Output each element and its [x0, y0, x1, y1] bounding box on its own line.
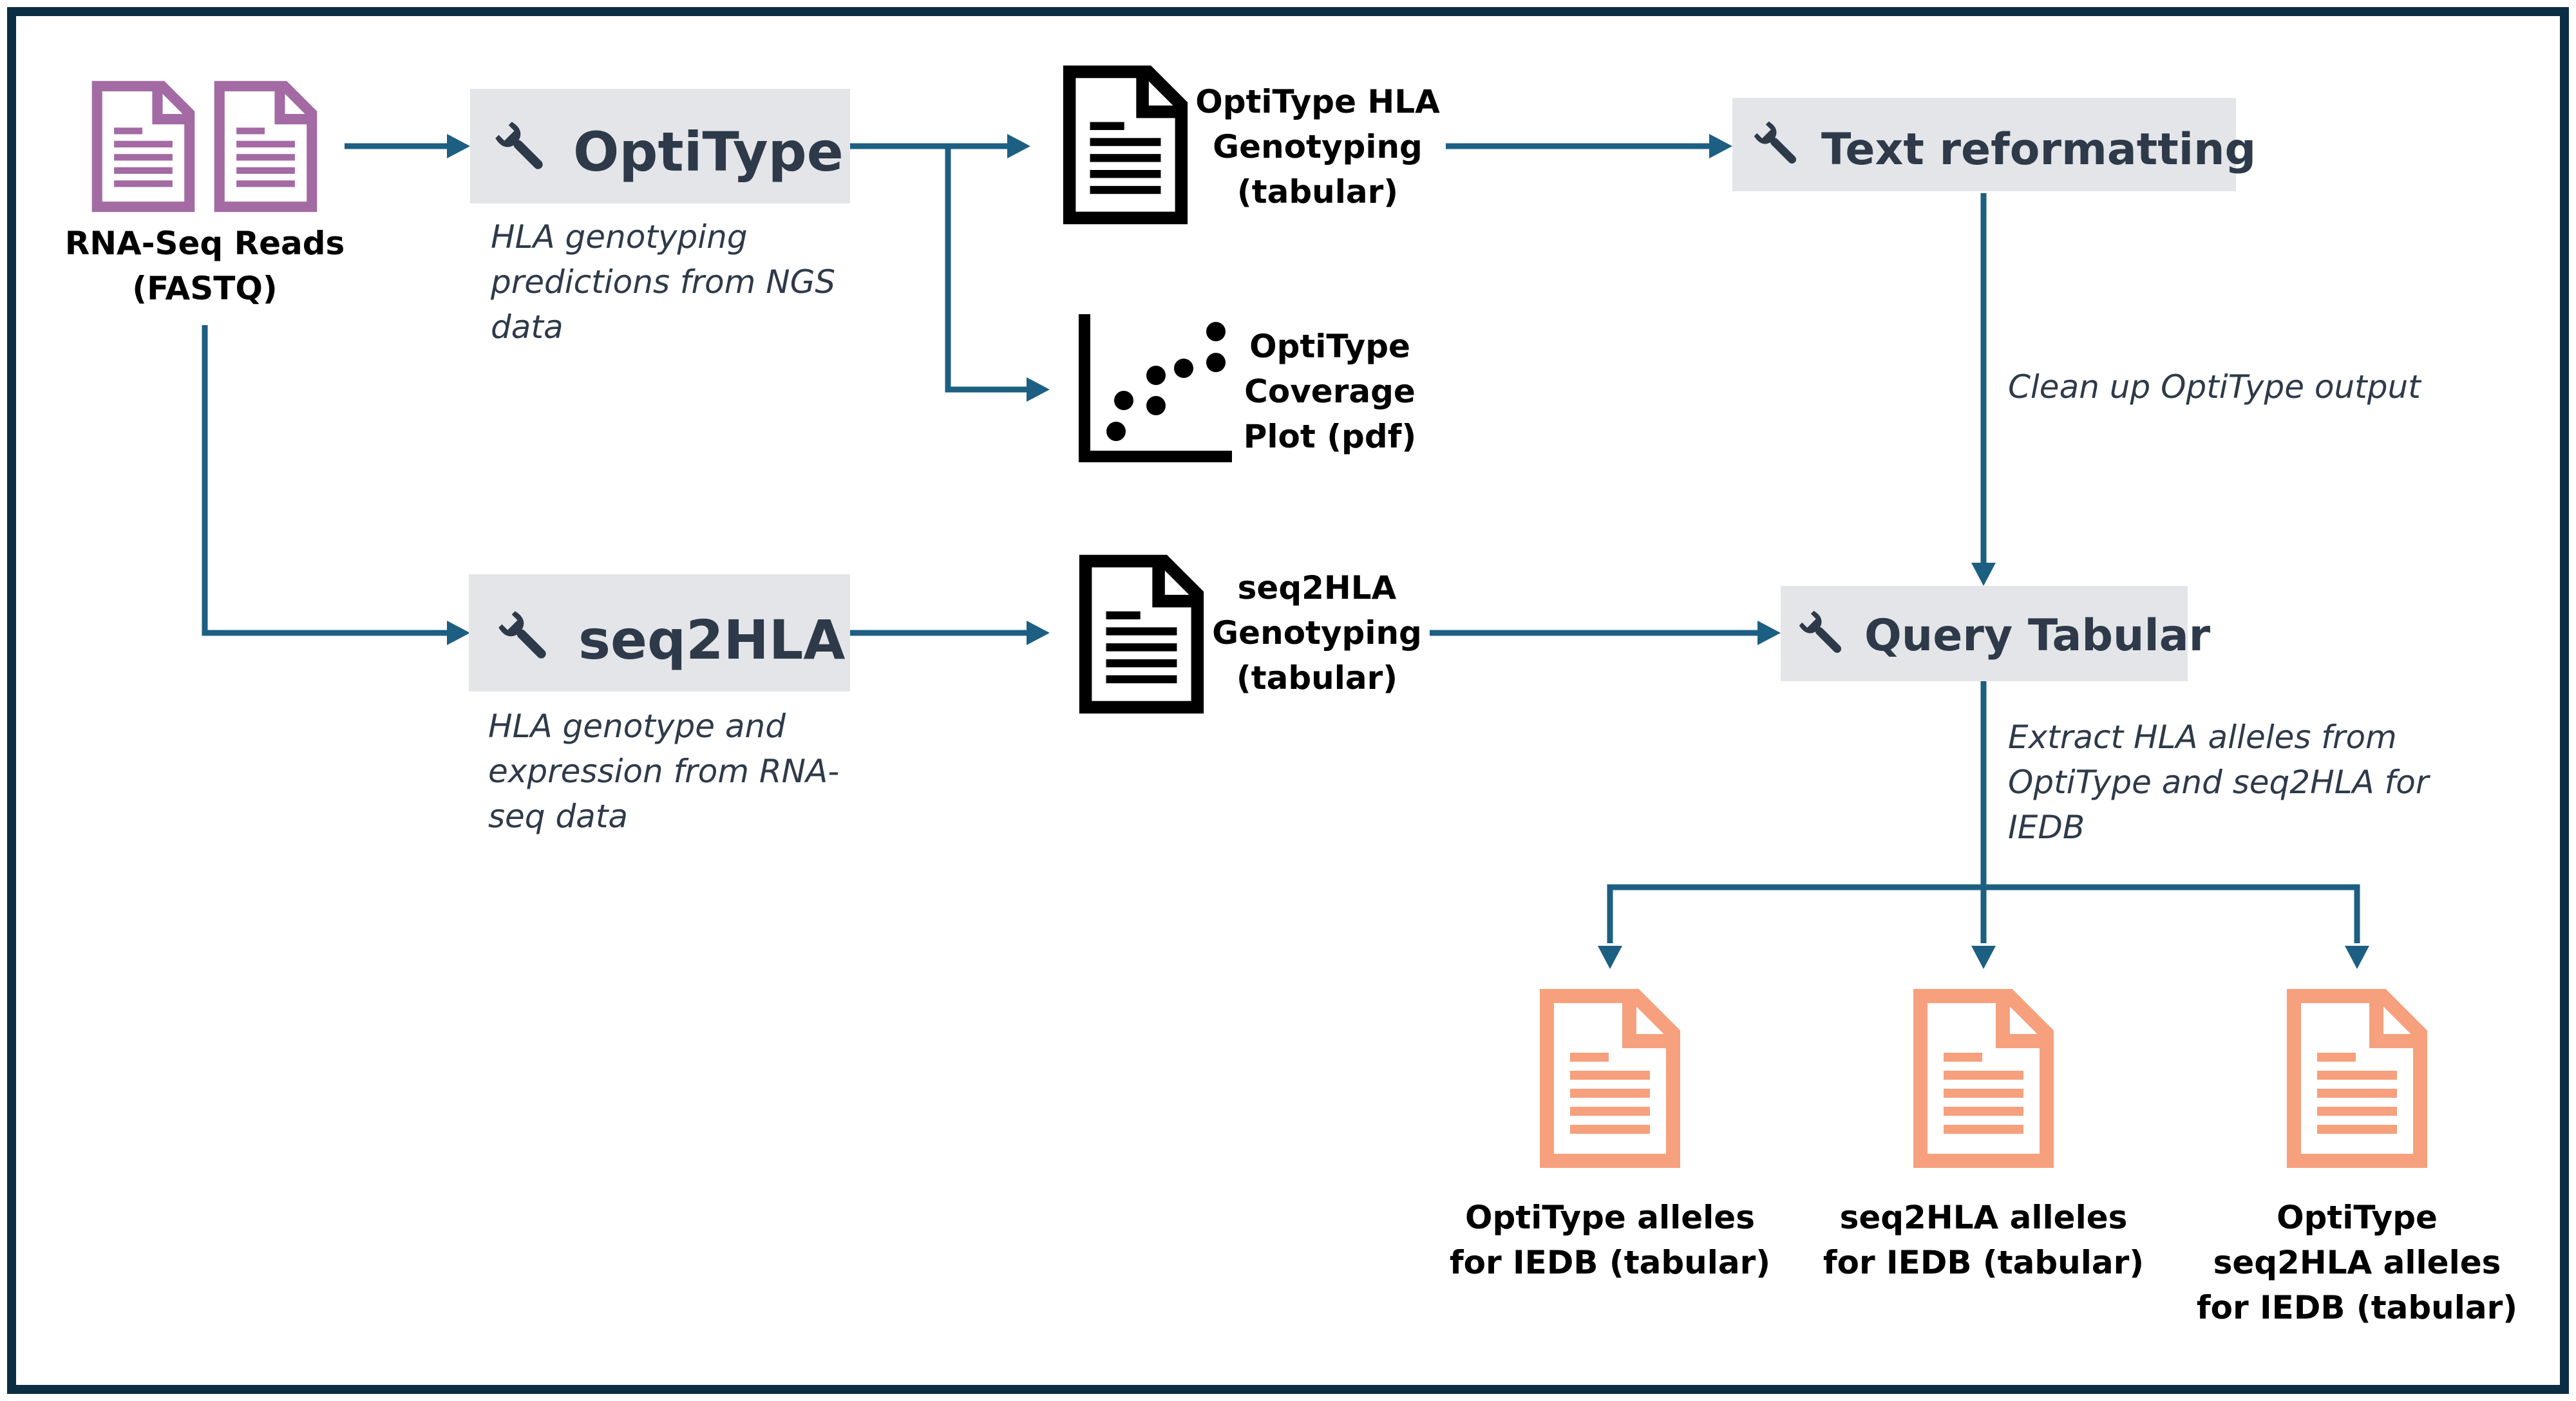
arrowhead	[1007, 134, 1030, 158]
arrowhead	[1027, 621, 1050, 645]
document-icon	[1086, 561, 1198, 708]
document-icon	[220, 86, 312, 207]
tool-query-tabular: Query Tabular Extract HLA alleles from O…	[1781, 586, 2431, 846]
tool-description-line1: HLA genotype and	[488, 708, 786, 745]
tool-text-reformatting: Text reformatting Clean up OptiType outp…	[1732, 98, 2422, 406]
tool-name: Text reformatting	[1821, 124, 2256, 175]
final-output-seq2hla: seq2HLA alleles for IEDB (tabular)	[1823, 996, 2144, 1281]
arrowhead	[1757, 621, 1781, 645]
plot-y-axis	[1079, 314, 1090, 462]
tool-description-line2: predictions from NGS	[490, 263, 835, 301]
output-label-line3: for IEDB (tabular)	[2197, 1289, 2517, 1326]
plot-dot	[1146, 396, 1166, 415]
arrowhead	[447, 621, 470, 645]
plot-dot	[1146, 366, 1166, 385]
arrowhead	[1971, 946, 1996, 969]
tool-description-line1: HLA genotyping	[491, 218, 748, 256]
tool-box	[470, 89, 850, 203]
arrowhead	[2345, 946, 2369, 969]
plot-dot	[1114, 391, 1133, 410]
tool-seq2hla: seq2HLA HLA genotype and expression from…	[469, 574, 850, 835]
output-label-line1: OptiType	[2277, 1199, 2438, 1236]
output-seq2hla-genotyping: seq2HLA Genotyping (tabular)	[1086, 561, 1422, 708]
output-label-line2: for IEDB (tabular)	[1450, 1244, 1770, 1281]
arrowhead	[1598, 946, 1622, 969]
tool-name: OptiType	[573, 120, 844, 183]
document-icon	[2294, 996, 2420, 1161]
tool-box	[1732, 98, 2236, 191]
arrowhead	[447, 134, 470, 158]
arrowhead	[1709, 134, 1732, 158]
plot-dot	[1206, 353, 1226, 372]
output-label-line2: Coverage	[1244, 373, 1416, 410]
tool-note-line1: Extract HLA alleles from	[2008, 719, 2397, 756]
document-icon	[1920, 996, 2047, 1161]
plot-x-axis	[1079, 451, 1232, 462]
output-label-line3: (tabular)	[1237, 173, 1398, 211]
input-label-line2: (FASTQ)	[132, 270, 277, 307]
tool-box	[469, 574, 850, 691]
arrow-optitype-to-coverage	[945, 146, 1034, 393]
tool-note-line2: OptiType and seq2HLA for	[2008, 764, 2431, 801]
plot-dot	[1206, 322, 1226, 341]
output-label-line3: Plot (pdf)	[1244, 418, 1416, 455]
tool-description-line2: expression from RNA-	[488, 753, 839, 790]
output-label-line1: OptiType HLA	[1195, 83, 1440, 120]
output-label-line1: OptiType alleles	[1465, 1199, 1755, 1236]
output-label-line2: for IEDB (tabular)	[1823, 1244, 2144, 1281]
input-label-line1: RNA-Seq Reads	[65, 225, 345, 262]
output-label-line1: seq2HLA	[1238, 569, 1397, 606]
tool-description-line3: seq data	[488, 798, 628, 835]
arrow-input-to-seq2hla	[202, 325, 451, 636]
document-icon	[97, 86, 190, 207]
connectors	[202, 143, 2360, 943]
arrowheads	[447, 134, 2369, 969]
tool-name: Query Tabular	[1864, 610, 2211, 661]
outer-border	[7, 7, 2569, 1394]
input-fastq: RNA-Seq Reads (FASTQ)	[65, 86, 345, 307]
final-output-combined: OptiType seq2HLA alleles for IEDB (tabul…	[2197, 996, 2517, 1326]
tool-name: seq2HLA	[578, 608, 845, 672]
output-optitype-coverage: OptiType Coverage Plot (pdf)	[1079, 314, 1416, 462]
document-icon	[1070, 72, 1182, 218]
tool-description-line3: data	[491, 308, 564, 346]
document-icon	[1547, 996, 1673, 1161]
plot-dot	[1106, 422, 1126, 441]
output-optitype-genotyping: OptiType HLA Genotyping (tabular)	[1070, 72, 1440, 218]
arrowhead	[1027, 377, 1050, 402]
output-label-line3: (tabular)	[1236, 659, 1397, 697]
tool-box	[1781, 586, 2188, 681]
output-label-line1: OptiType	[1249, 328, 1410, 365]
output-label-line2: Genotyping	[1213, 128, 1423, 165]
output-label-line2: Genotyping	[1212, 614, 1422, 652]
tool-note: Clean up OptiType output	[2008, 368, 2422, 406]
arrowhead	[1971, 563, 1996, 586]
tool-optitype: OptiType HLA genotyping predictions from…	[470, 89, 850, 346]
output-label-line2: seq2HLA alleles	[2213, 1244, 2501, 1281]
final-output-optitype: OptiType alleles for IEDB (tabular)	[1450, 996, 1770, 1281]
output-label-line1: seq2HLA alleles	[1840, 1199, 2128, 1236]
tool-note-line3: IEDB	[2008, 809, 2085, 846]
plot-dot	[1174, 359, 1193, 378]
scatter-plot-icon	[1079, 314, 1232, 462]
arrow-query-to-outputs-bar	[1607, 884, 2360, 943]
